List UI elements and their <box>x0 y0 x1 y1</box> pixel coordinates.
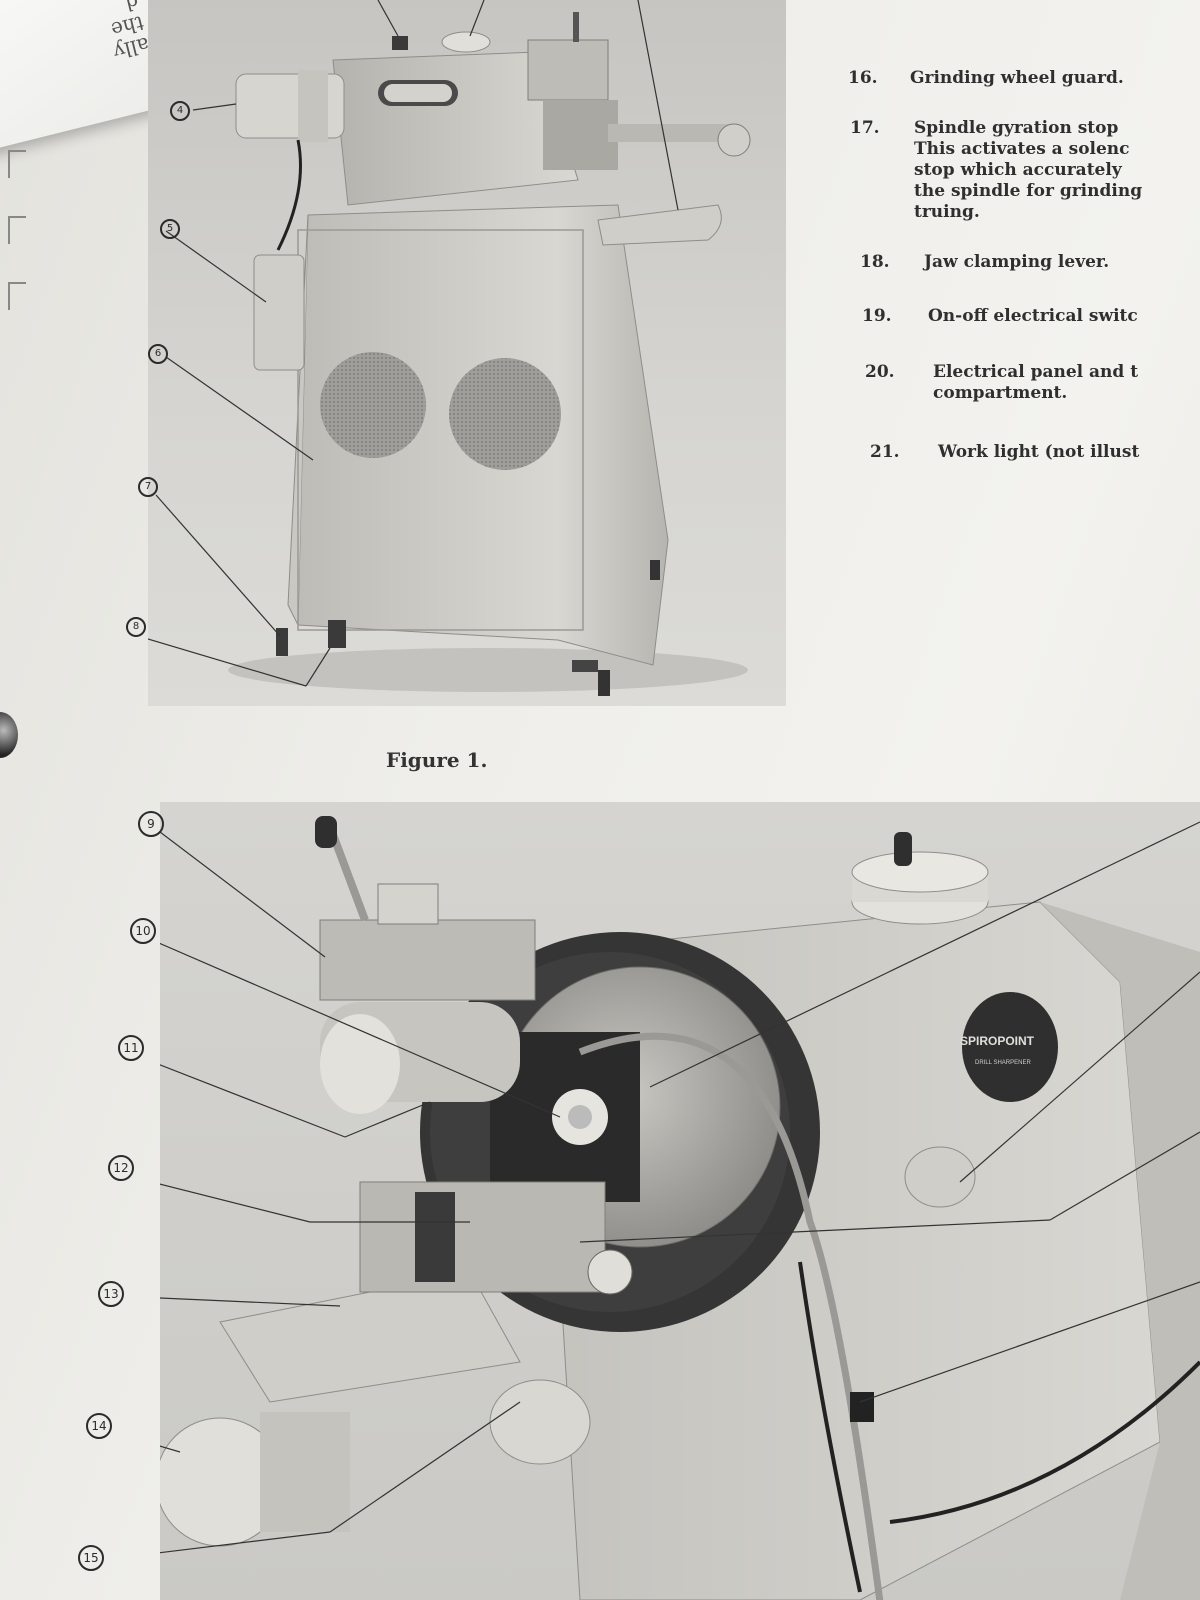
machine-illustration <box>148 0 751 696</box>
figure-2-photo-closeup: SPIROPOINT DRILL SHARPENER <box>160 802 1200 1600</box>
legend-number: 17. <box>850 118 880 138</box>
callout-7: 7 <box>138 477 158 497</box>
legend-number: 19. <box>862 306 892 326</box>
callout-11: 11 <box>118 1035 144 1061</box>
legend-number: 18. <box>860 252 890 272</box>
legend-text: Electrical panel and t compartment. <box>933 362 1139 403</box>
legend-text: On-off electrical switc <box>928 306 1138 326</box>
callout-12: 12 <box>108 1155 134 1181</box>
closeup-illustration: SPIROPOINT DRILL SHARPENER <box>160 816 1200 1600</box>
callout-6: 6 <box>148 344 168 364</box>
callout-14: 14 <box>86 1413 112 1439</box>
legend-text: Jaw clamping lever. <box>924 252 1110 272</box>
callout-4: 4 <box>170 101 190 121</box>
edge-tab-mark <box>8 216 26 244</box>
left-edge-tabs <box>8 150 26 348</box>
legend-number: 16. <box>848 68 878 88</box>
callout-15: 15 <box>78 1545 104 1571</box>
brand-badge-text: SPIROPOINT <box>960 1034 1035 1048</box>
legend-text: Grinding wheel guard. <box>910 68 1124 88</box>
callout-13: 13 <box>98 1281 124 1307</box>
brand-badge-subtext: DRILL SHARPENER <box>975 1060 1031 1066</box>
callout-8: 8 <box>126 617 146 637</box>
legend-number: 21. <box>870 442 900 462</box>
legend-text: Spindle gyration stop This activates a s… <box>914 118 1143 222</box>
figure-caption: Figure 1. <box>386 748 488 772</box>
callout-5: 5 <box>160 219 180 239</box>
callout-9: 9 <box>138 811 164 837</box>
legend-text: Work light (not illust <box>938 442 1140 462</box>
figure-1-photo-machine <box>148 0 786 706</box>
edge-tab-mark <box>8 282 26 310</box>
edge-tab-mark <box>8 150 26 178</box>
legend-number: 20. <box>865 362 895 382</box>
binder-ring <box>0 712 18 758</box>
callout-10: 10 <box>130 918 156 944</box>
